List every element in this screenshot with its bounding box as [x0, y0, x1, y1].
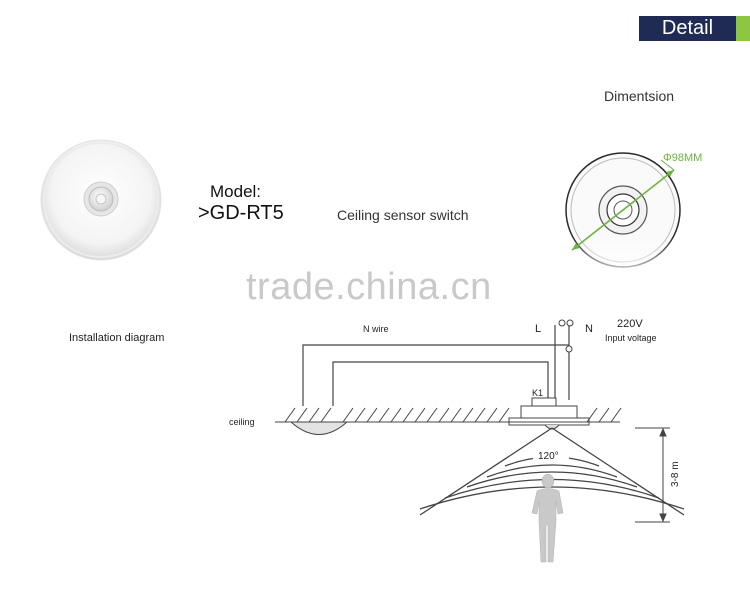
terminal-n-dot: [566, 319, 574, 327]
dimension-title: Dimentsion: [604, 88, 675, 104]
n-wire-label: N wire: [363, 324, 389, 334]
installation-title: Installation diagram: [69, 332, 165, 344]
height-label: 3-8 m: [670, 461, 681, 487]
terminal-l-label: L: [535, 323, 541, 335]
wiring: [302, 325, 570, 406]
detail-tab-label: Detail: [661, 17, 714, 39]
product-photo: [40, 139, 162, 261]
lamp: [289, 421, 349, 435]
junction-dot: [565, 345, 573, 353]
dimension-drawing: Φ98MM: [556, 152, 726, 283]
relay-label: K1: [532, 388, 543, 398]
voltage-label: 220V: [617, 318, 643, 330]
model-value: >GD-RT5: [198, 202, 284, 224]
detail-tab: Detail: [639, 16, 736, 41]
installation-diagram: N wire L N 220V Input voltage K1 ceiling: [229, 318, 685, 563]
product-name: Ceiling sensor switch: [337, 207, 469, 223]
voltage-caption: Input voltage: [605, 333, 657, 343]
watermark: trade.china.cn: [246, 266, 492, 308]
detection-arcs: [419, 427, 685, 516]
height-indicator: [635, 427, 670, 523]
ceiling-label: ceiling: [229, 417, 255, 427]
terminal-n-label: N: [585, 323, 593, 335]
diameter-label: Φ98MM: [663, 152, 702, 164]
person-figure: [531, 473, 564, 563]
detail-tab-accent: [736, 16, 750, 41]
sensor-housing: [508, 397, 590, 430]
terminal-l-dot: [558, 319, 566, 327]
angle-label: 120°: [538, 451, 559, 462]
model-label: Model:: [210, 182, 262, 201]
